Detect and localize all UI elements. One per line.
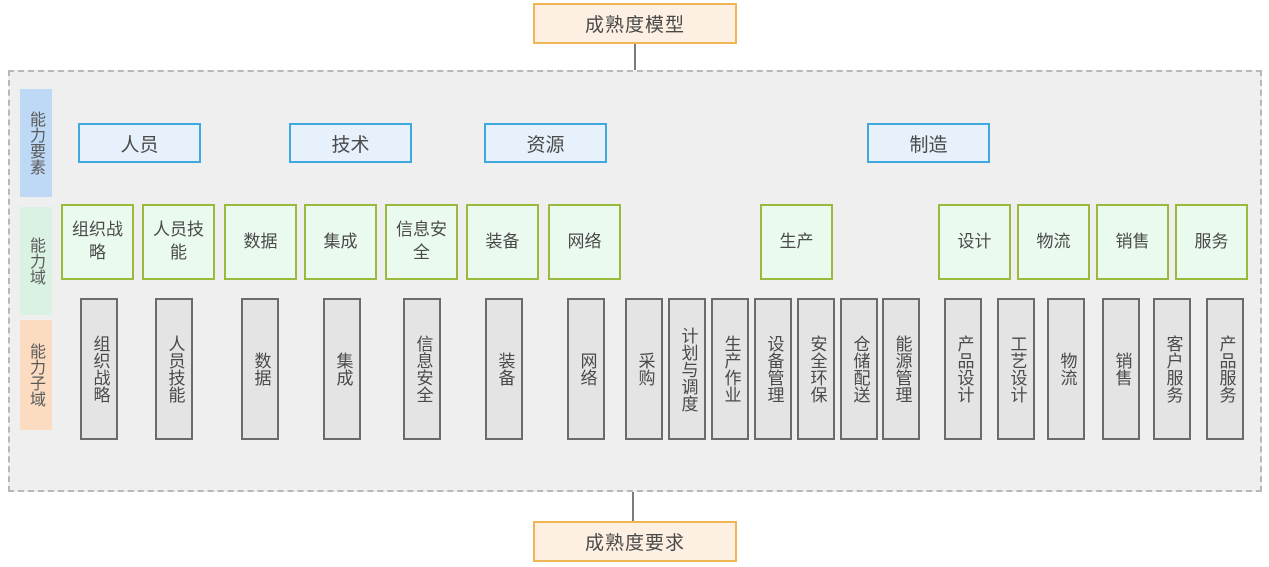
domain-box: 装备 [466, 204, 539, 280]
subdomain-label: 物流 [1056, 352, 1077, 386]
subdomain-label: 客户服务 [1162, 335, 1183, 403]
domain-label: 装备 [485, 231, 520, 252]
subdomain-label: 装备 [494, 352, 515, 386]
domain-label: 人员技能 [153, 220, 204, 263]
subdomain-box: 设备管理 [754, 298, 792, 440]
row-label-elements: 能力要素 [20, 89, 52, 197]
domain-box: 生产 [760, 204, 833, 280]
domain-box: 服务 [1175, 204, 1248, 280]
subdomain-box: 安全环保 [797, 298, 835, 440]
subdomain-label: 网络 [576, 352, 597, 386]
maturity-requirements-box: 成熟度要求 [533, 521, 737, 562]
subdomain-label: 仓储配送 [849, 335, 870, 403]
subdomain-box: 数据 [241, 298, 279, 440]
subdomain-box: 物流 [1047, 298, 1085, 440]
subdomain-box: 客户服务 [1153, 298, 1191, 440]
subdomain-label: 集成 [332, 352, 353, 386]
subdomain-label: 销售 [1111, 352, 1132, 386]
maturity-model-label: 成熟度模型 [584, 14, 685, 36]
subdomain-label: 工艺设计 [1006, 335, 1027, 403]
domain-label: 销售 [1115, 231, 1150, 252]
row-label-domains: 能力域 [20, 207, 52, 315]
domain-label: 集成 [323, 231, 358, 252]
domain-box: 人员技能 [142, 204, 215, 280]
subdomain-label: 能源管理 [891, 335, 912, 403]
subdomain-box: 计划与调度 [668, 298, 706, 440]
domain-box: 销售 [1096, 204, 1169, 280]
subdomain-box: 集成 [323, 298, 361, 440]
domain-box: 物流 [1017, 204, 1090, 280]
subdomain-box: 网络 [567, 298, 605, 440]
element-box-manufacturing: 制造 [867, 123, 990, 163]
subdomain-label: 采购 [634, 352, 655, 386]
element-box-personnel: 人员 [78, 123, 201, 163]
domain-label: 物流 [1036, 231, 1071, 252]
element-label: 制造 [909, 133, 948, 156]
domain-box: 网络 [548, 204, 621, 280]
subdomain-box: 产品设计 [944, 298, 982, 440]
element-label: 人员 [120, 133, 159, 156]
maturity-model-box: 成熟度模型 [533, 3, 737, 44]
subdomain-box: 采购 [625, 298, 663, 440]
domain-label: 网络 [567, 231, 602, 252]
domain-label: 服务 [1194, 231, 1229, 252]
domain-box: 信息安全 [385, 204, 458, 280]
element-box-technology: 技术 [289, 123, 412, 163]
domain-label: 信息安全 [396, 220, 447, 263]
subdomain-box: 生产作业 [711, 298, 749, 440]
subdomain-label: 产品设计 [953, 335, 974, 403]
domain-label: 数据 [243, 231, 278, 252]
domain-box: 集成 [304, 204, 377, 280]
element-label: 技术 [331, 133, 370, 156]
domain-box: 数据 [224, 204, 297, 280]
row-label-subdomains: 能力子域 [20, 320, 52, 430]
subdomain-label: 计划与调度 [677, 326, 698, 412]
domain-label: 组织战略 [72, 220, 123, 263]
subdomain-box: 信息安全 [403, 298, 441, 440]
subdomain-label: 信息安全 [412, 335, 433, 403]
subdomain-box: 工艺设计 [997, 298, 1035, 440]
subdomain-label: 产品服务 [1215, 335, 1236, 403]
maturity-requirements-label: 成熟度要求 [584, 532, 685, 554]
subdomain-label: 设备管理 [763, 335, 784, 403]
subdomain-box: 人员技能 [155, 298, 193, 440]
subdomain-label: 生产作业 [720, 335, 741, 403]
subdomain-box: 销售 [1102, 298, 1140, 440]
subdomain-label: 安全环保 [806, 335, 827, 403]
subdomain-box: 装备 [485, 298, 523, 440]
subdomain-box: 仓储配送 [840, 298, 878, 440]
element-box-resources: 资源 [484, 123, 607, 163]
domain-box: 组织战略 [61, 204, 134, 280]
subdomain-box: 组织战略 [80, 298, 118, 440]
domain-label: 设计 [957, 231, 992, 252]
domain-box: 设计 [938, 204, 1011, 280]
element-label: 资源 [526, 133, 565, 156]
subdomain-label: 组织战略 [89, 335, 110, 403]
subdomain-label: 数据 [250, 352, 271, 386]
domain-label: 生产 [779, 231, 814, 252]
subdomain-label: 人员技能 [164, 335, 185, 403]
subdomain-box: 产品服务 [1206, 298, 1244, 440]
subdomain-box: 能源管理 [882, 298, 920, 440]
